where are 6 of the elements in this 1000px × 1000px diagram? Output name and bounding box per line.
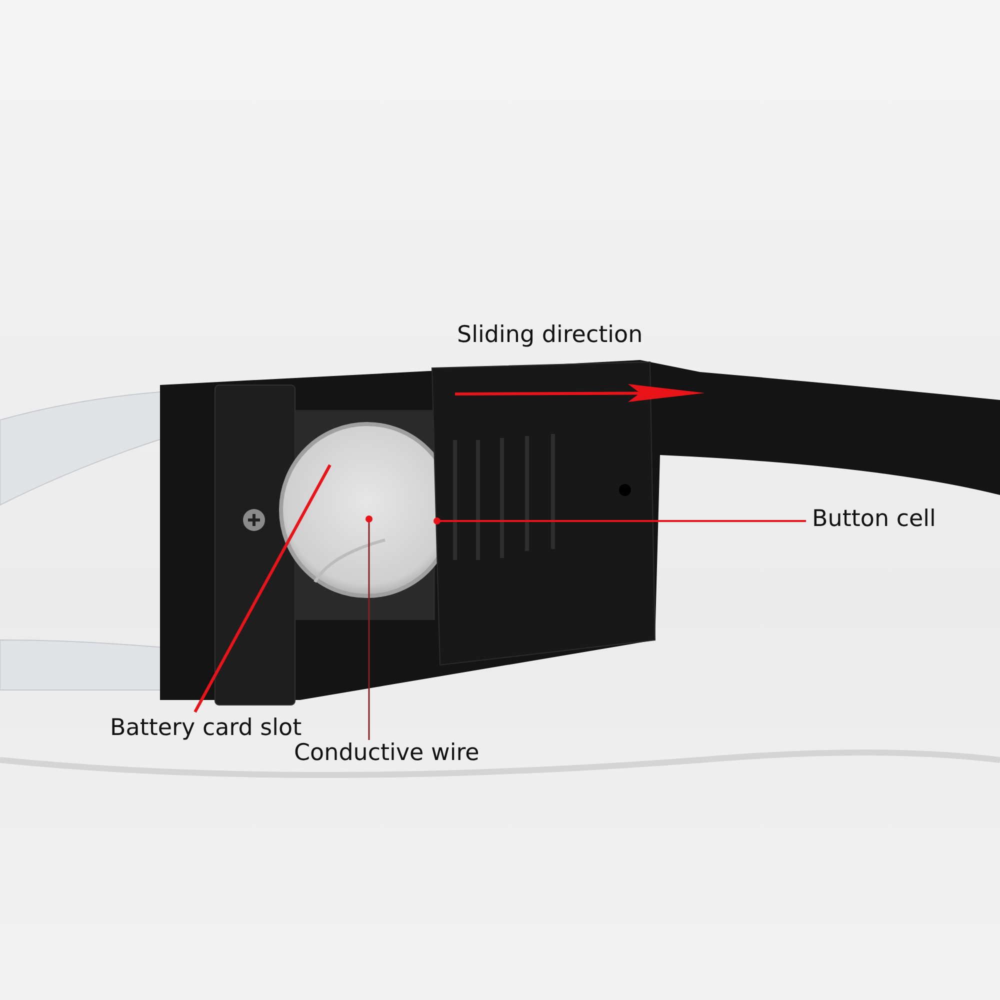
leader-line [434,518,806,524]
part-label: Conductive wire [294,740,480,768]
direction-label: Sliding direction [457,322,643,350]
part-label: Button cell [812,506,936,534]
leader-line [366,516,372,740]
part-label: Battery card slot [110,715,302,743]
